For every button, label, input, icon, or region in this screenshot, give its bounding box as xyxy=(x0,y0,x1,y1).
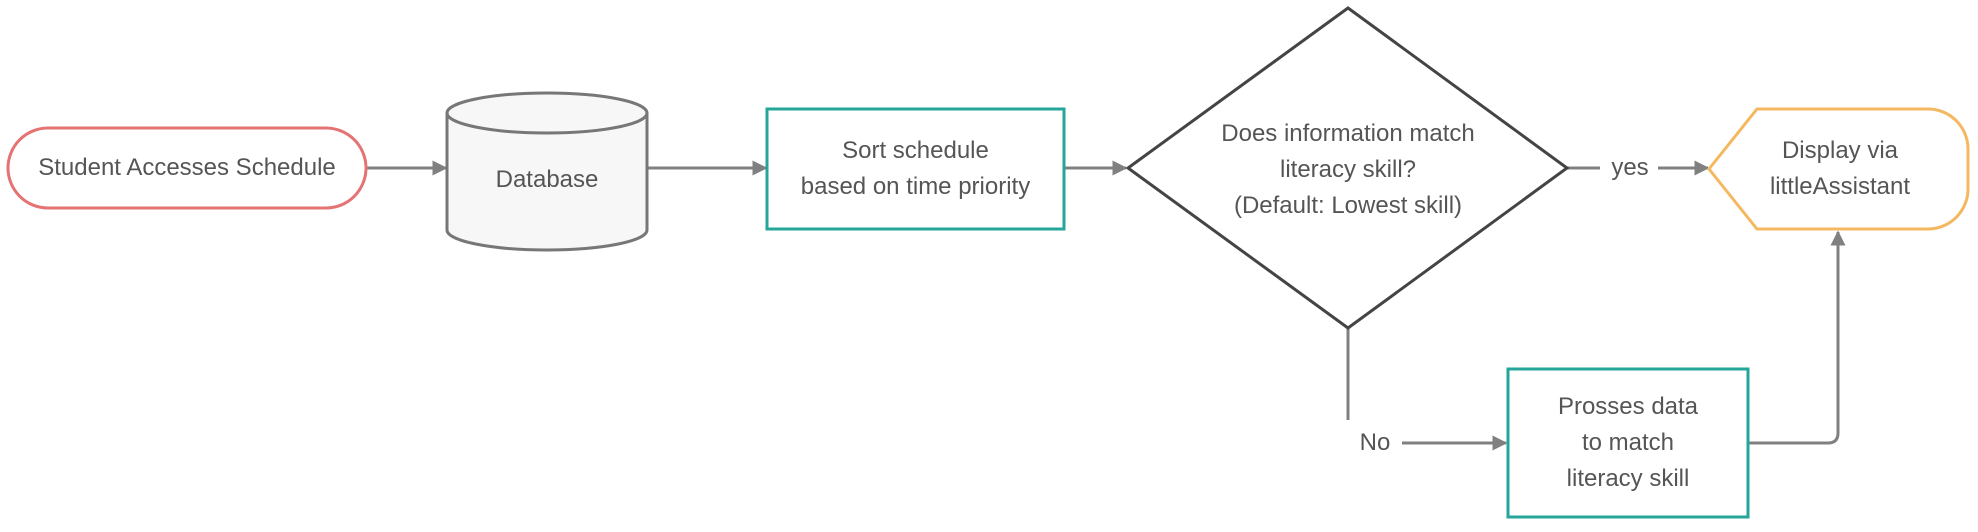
decision-text-line-2: literacy skill? xyxy=(1279,156,1417,183)
decision-text-line-1: Does information match xyxy=(1221,120,1475,147)
literacy-process-label: Prosses data to match literacy skill xyxy=(1508,369,1748,517)
sort-process-shape xyxy=(765,107,1066,231)
display-text-line-2: littleAssistant xyxy=(1769,173,1911,200)
display-text-line-1: Display via xyxy=(1781,137,1899,164)
decision-label: Does information match literacy skill? (… xyxy=(1168,116,1528,224)
database-text: Database xyxy=(495,166,599,193)
display-label: Display via littleAssistant xyxy=(1730,109,1950,229)
edge-label-yes: yes xyxy=(1602,153,1658,183)
decision-diamond-shape xyxy=(1125,6,1570,330)
display-shape xyxy=(1707,107,1970,231)
connector-process-to-display xyxy=(1749,230,1846,445)
literacy-process-shape xyxy=(1506,367,1750,519)
sort-text-line-2: based on time priority xyxy=(800,173,1031,200)
literacy-process-text-line-2: to match xyxy=(1581,429,1675,456)
literacy-process-text-line-1: Prosses data xyxy=(1557,393,1699,420)
sort-label: Sort schedule based on time priority xyxy=(767,109,1064,229)
decision-text-line-3: (Default: Lowest skill) xyxy=(1233,192,1463,219)
literacy-process-text-line-3: literacy skill xyxy=(1566,465,1690,492)
start-terminator-shape xyxy=(6,126,368,210)
start-text: Student Accesses Schedule xyxy=(38,154,336,181)
start-label: Student Accesses Schedule xyxy=(8,128,366,208)
sort-text-line-1: Sort schedule xyxy=(842,137,989,164)
database-label: Database xyxy=(447,145,647,215)
edge-label-no: No xyxy=(1348,428,1402,458)
database-cylinder-shape xyxy=(445,91,649,252)
